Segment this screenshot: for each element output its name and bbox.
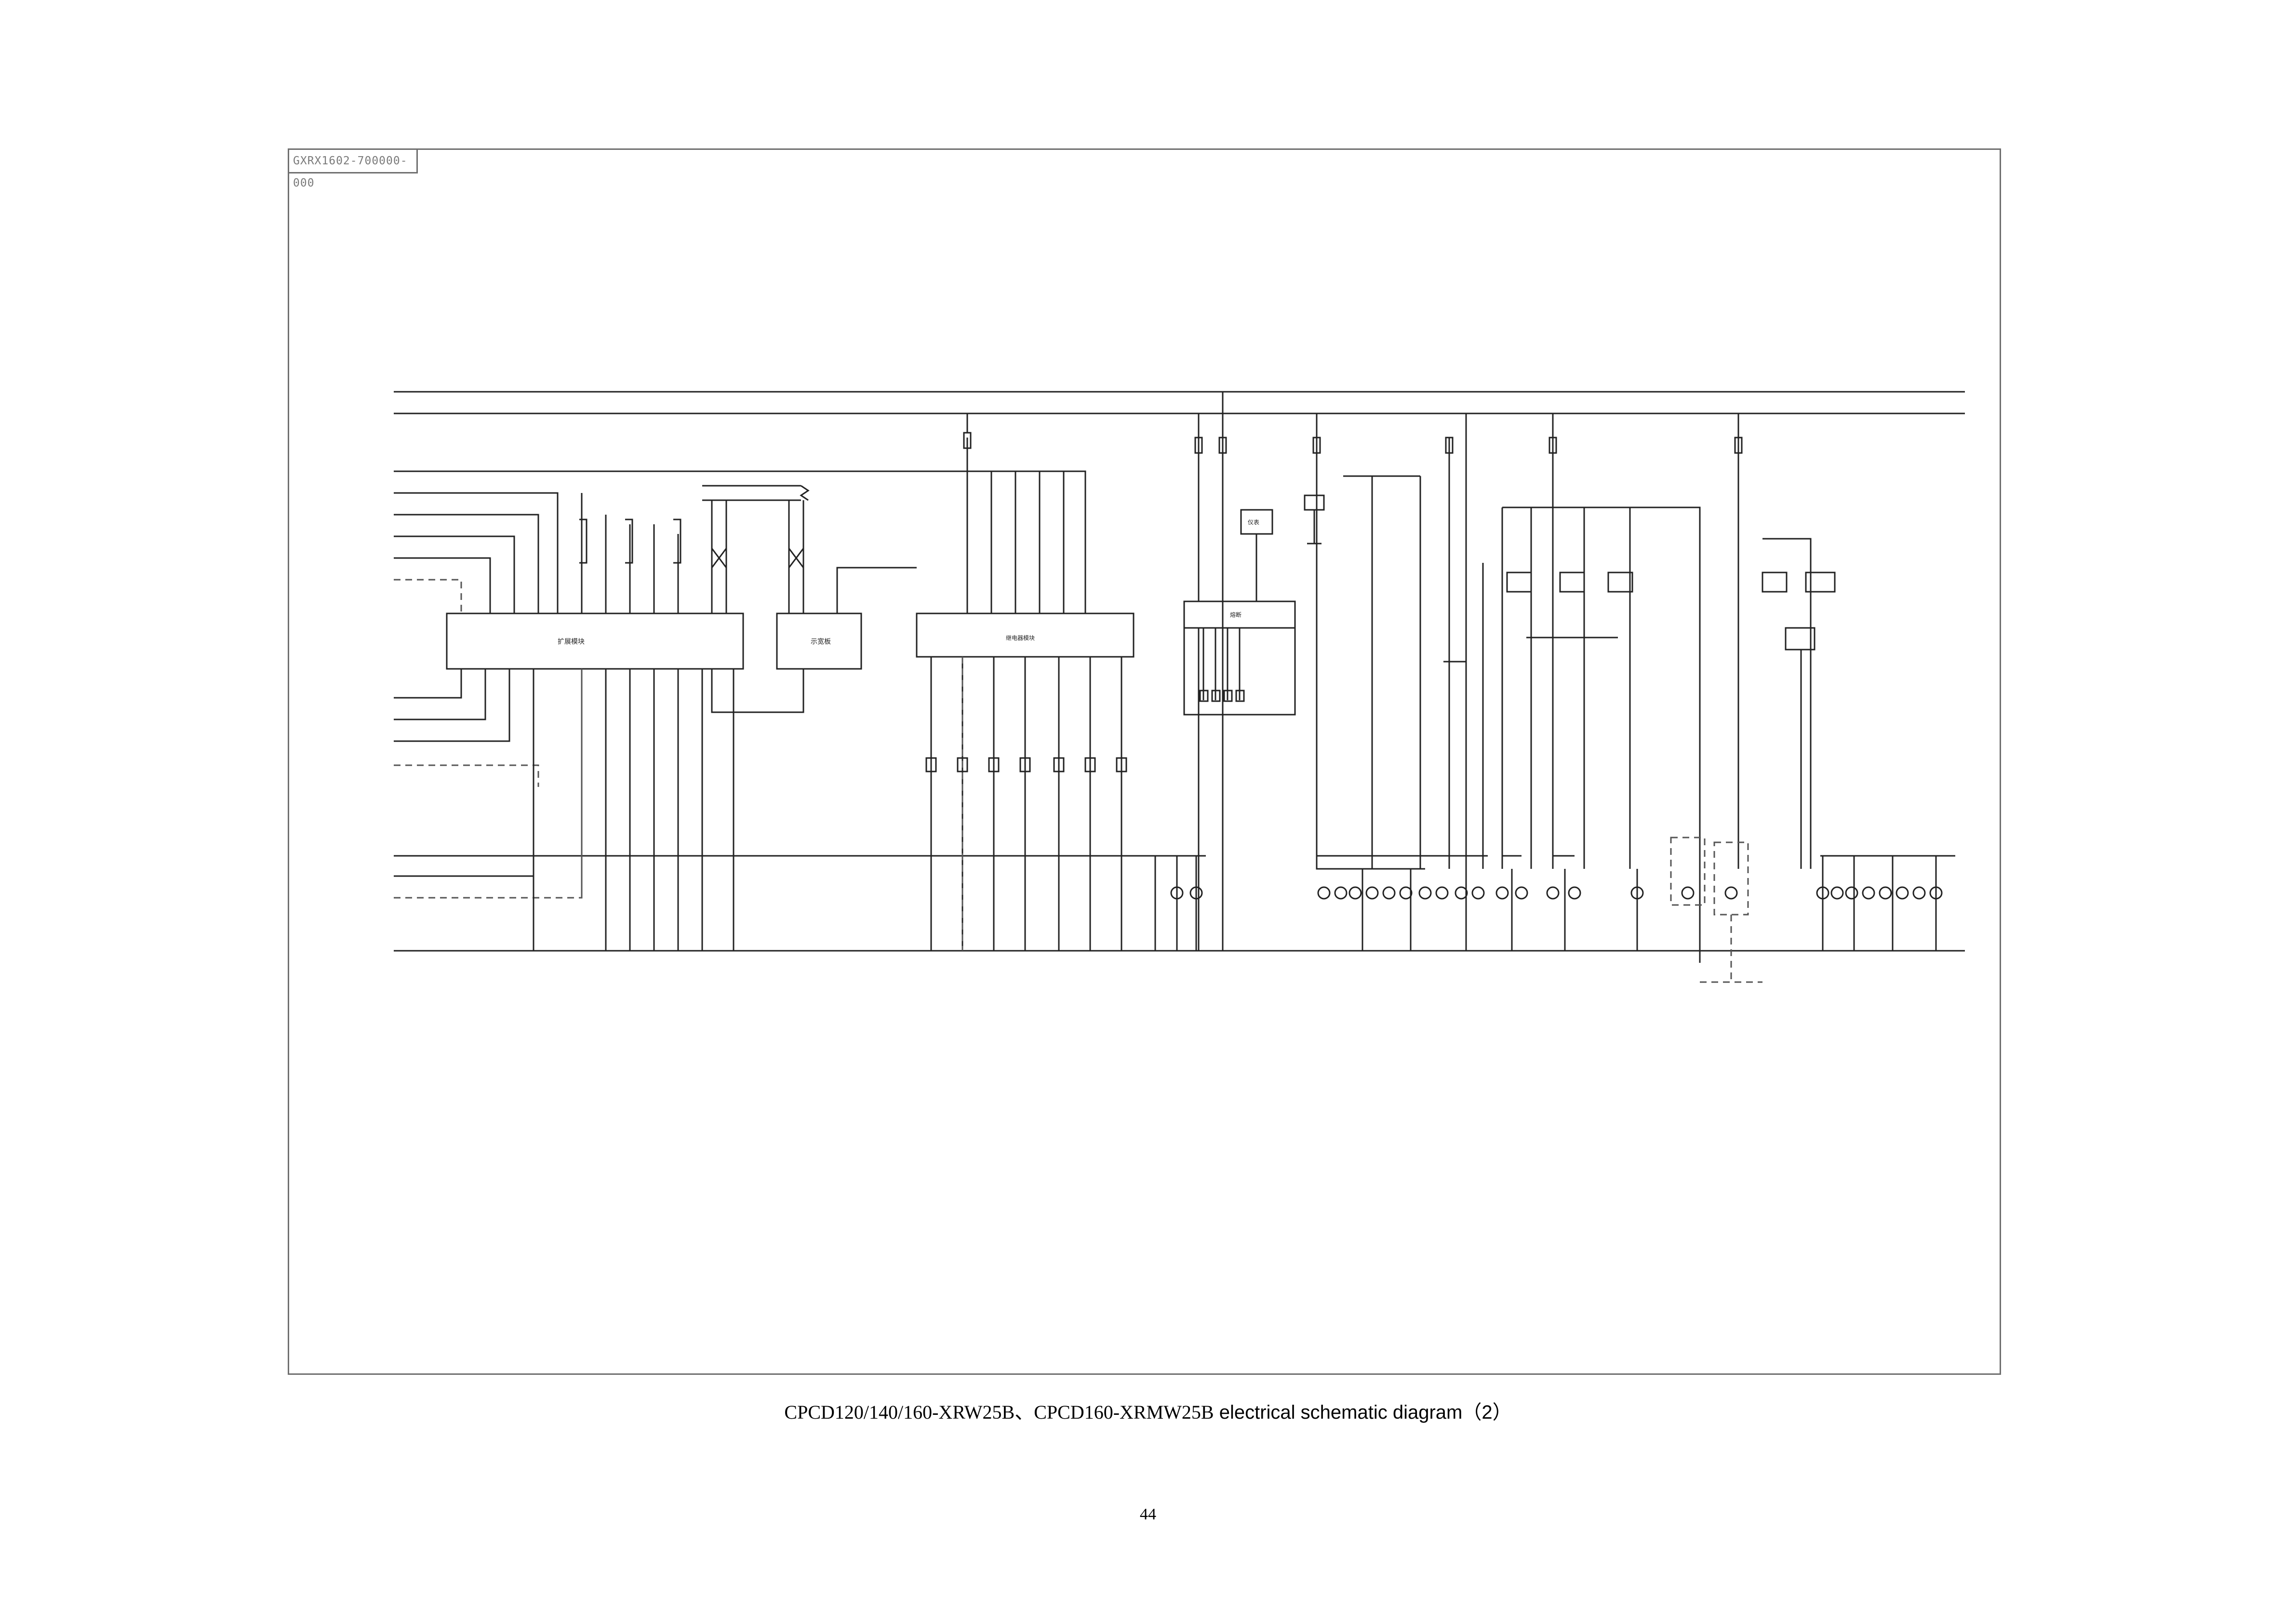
electrical-schematic: 扩展模块 示宽板 继电器模块 熔断 仪表 bbox=[394, 391, 1965, 983]
relay-module-label: 继电器模块 bbox=[1006, 635, 1035, 641]
page-number: 44 bbox=[1140, 1505, 1156, 1523]
figure-caption: CPCD120/140/160-XRW25B、CPCD160-XRMW25B e… bbox=[0, 1397, 2296, 1424]
instrument-label: 仪表 bbox=[1248, 519, 1259, 526]
document-code-box: GXRX1602-700000-000 bbox=[288, 148, 418, 189]
expansion-module-label: 扩展模块 bbox=[558, 638, 585, 646]
width-board-label: 示宽板 bbox=[811, 638, 831, 646]
caption-models: CPCD120/140/160-XRW25B、CPCD160-XRMW25B bbox=[784, 1401, 1214, 1423]
caption-title: electrical schematic diagram（2） bbox=[1214, 1402, 1512, 1423]
fuse-box-label: 熔断 bbox=[1230, 611, 1241, 618]
width-board-box bbox=[776, 612, 862, 670]
lamp-row bbox=[1317, 886, 1943, 900]
expansion-module-box bbox=[446, 612, 744, 670]
drawing-frame bbox=[288, 148, 2001, 1375]
